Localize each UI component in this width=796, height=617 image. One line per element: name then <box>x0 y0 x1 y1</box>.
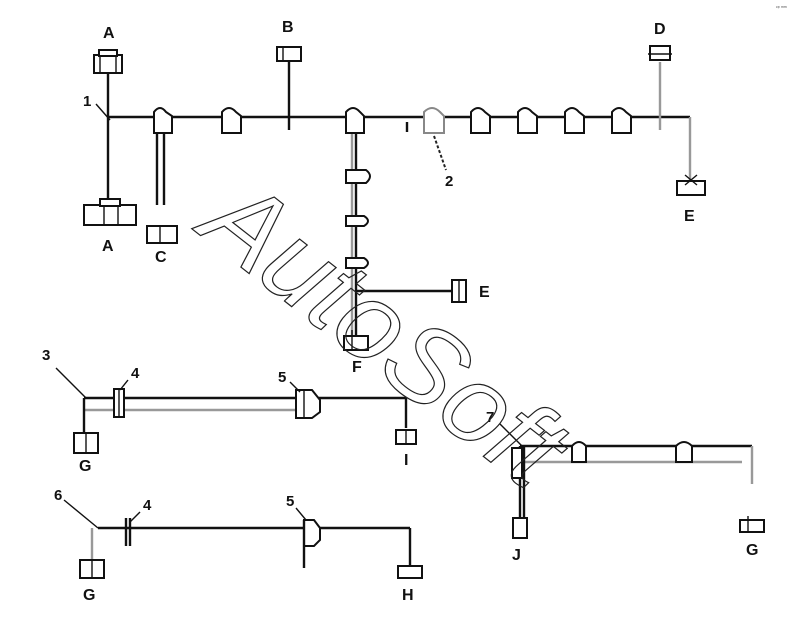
connector-a-bottom <box>83 198 137 226</box>
label-f: F <box>352 359 362 376</box>
label-a-bottom: A <box>102 238 114 255</box>
label-d: D <box>654 21 666 38</box>
corner-mark: ᶜᵖ ᵐᵐ <box>776 5 787 11</box>
callout-3: 3 <box>42 347 50 364</box>
callout-2: 2 <box>445 173 453 190</box>
inline-connectors-f-branch <box>343 169 467 351</box>
callout-5a: 5 <box>278 369 286 386</box>
callout-7: 7 <box>486 409 494 426</box>
callout-1: 1 <box>83 93 91 110</box>
label-j: J <box>512 547 521 564</box>
label-e-right: E <box>684 208 695 225</box>
harness-7 <box>499 423 765 539</box>
connector-d <box>648 45 672 61</box>
callout-4a: 4 <box>131 365 140 382</box>
connector-a-top <box>93 49 123 74</box>
watermark-text: AutoSoft <box>176 150 592 513</box>
label-g-left1: G <box>79 458 91 475</box>
harness-3 <box>55 367 417 454</box>
harness-6 <box>63 499 423 579</box>
connector-c <box>146 225 178 244</box>
label-a-top: A <box>103 25 115 42</box>
callout-6: 6 <box>54 487 62 504</box>
label-h: H <box>402 587 414 604</box>
label-g-left2: G <box>83 587 95 604</box>
label-b: B <box>282 19 294 36</box>
label-e-mid: E <box>479 284 490 301</box>
label-i: I <box>404 452 408 469</box>
label-g-right: G <box>746 542 758 559</box>
main-harness <box>106 60 692 335</box>
callout-4b: 4 <box>143 497 152 514</box>
connector-e-right <box>676 174 706 196</box>
inline-connectors-trunk <box>153 107 632 134</box>
connector-b <box>276 46 302 62</box>
label-c: C <box>155 249 167 266</box>
callout-5b: 5 <box>286 493 294 510</box>
